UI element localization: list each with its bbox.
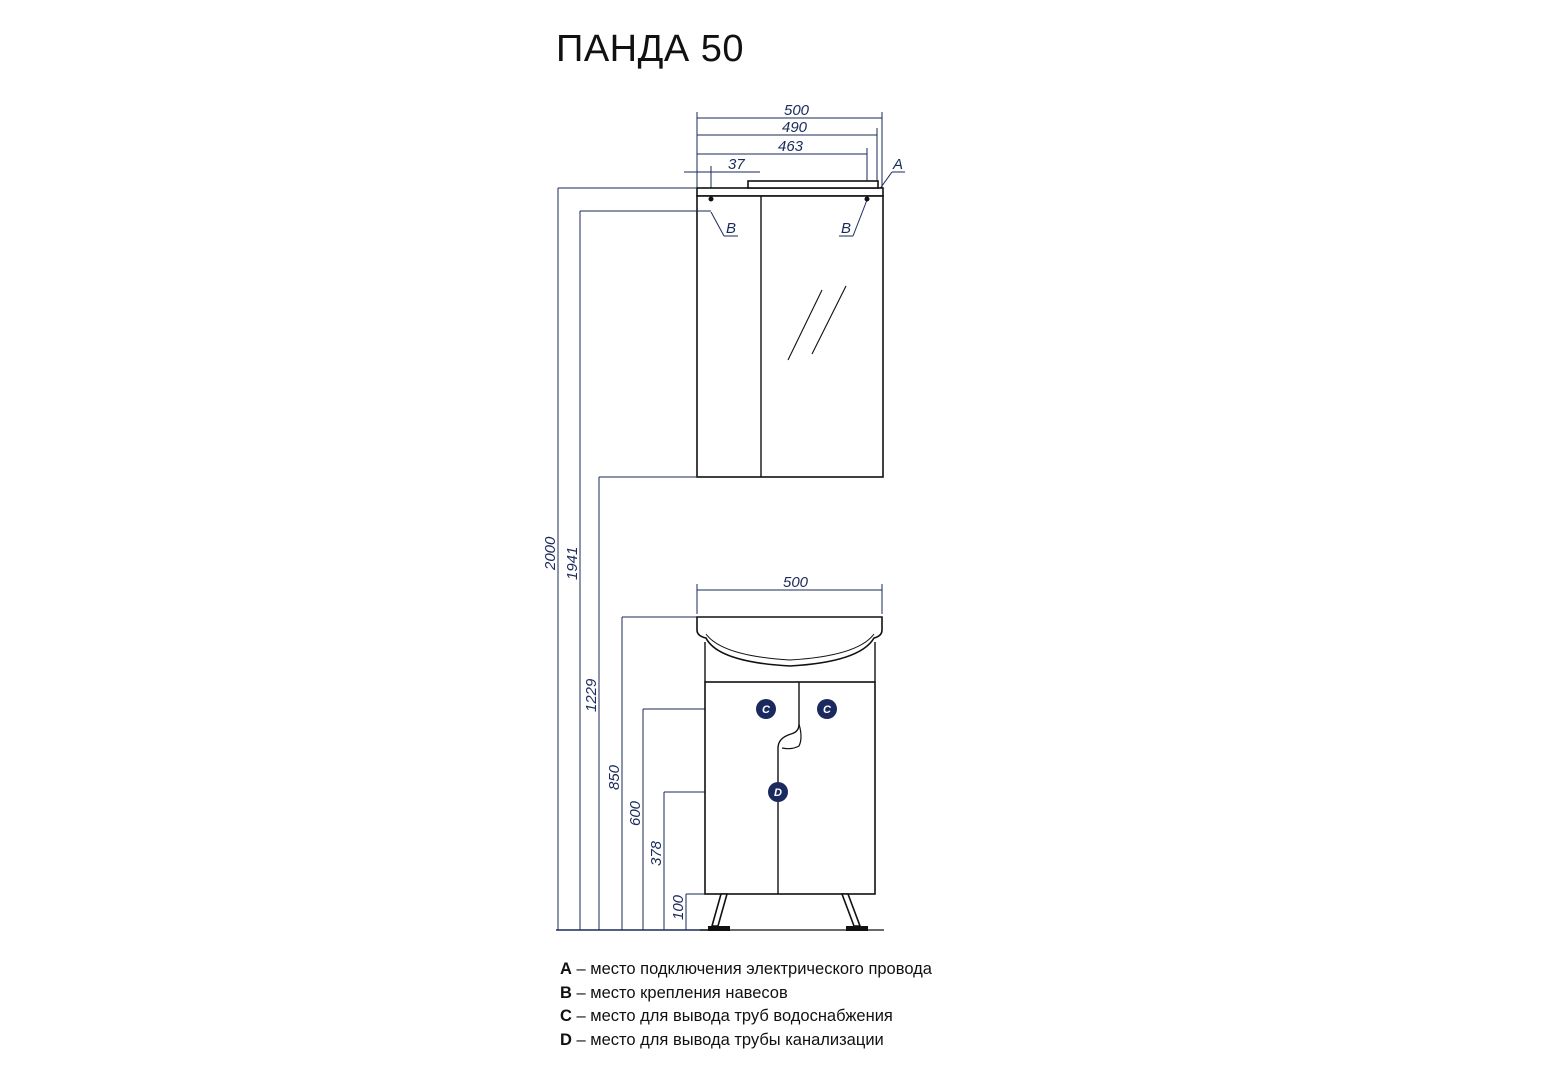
dim-h-600: 600 — [627, 800, 644, 826]
marker-b-right-label: B — [841, 220, 851, 237]
dim-h-1229: 1229 — [583, 678, 600, 712]
mirror-cabinet: B B — [696, 180, 884, 478]
dim-top-463: 463 — [778, 138, 804, 155]
legend-item-b: B – место крепления навесов — [560, 983, 788, 1002]
marker-c-left-label: C — [762, 704, 771, 716]
marker-b-left-label: B — [726, 220, 736, 237]
marker-c-right: C — [817, 699, 837, 719]
dim-top-500: 500 — [784, 102, 810, 119]
marker-c-left: C — [756, 699, 776, 719]
dim-h-1941: 1941 — [564, 547, 581, 580]
marker-d: D — [768, 782, 788, 802]
marker-a-label: A — [892, 156, 903, 173]
dim-h-100: 100 — [670, 894, 687, 920]
top-width-dimensions: 500 490 463 37 A — [684, 102, 905, 212]
dim-top-490: 490 — [782, 119, 808, 136]
legend-item-c: C – место для вывода труб водоснабжения — [560, 1007, 893, 1025]
legend: A – место подключения электрического про… — [560, 958, 932, 1052]
marker-d-label: D — [774, 787, 782, 799]
dim-bottom-500: 500 — [783, 574, 809, 591]
legend-item-d: D – место для вывода трубы канализации — [560, 1030, 884, 1049]
marker-c-right-label: C — [823, 704, 832, 716]
dim-h-378: 378 — [648, 840, 665, 866]
vanity-unit: 500 C C D — [696, 574, 883, 931]
legend-item-a: A – место подключения электрического про… — [560, 960, 932, 978]
dim-h-850: 850 — [606, 764, 623, 790]
dim-top-37: 37 — [728, 156, 745, 173]
dim-h-2000: 2000 — [542, 536, 559, 571]
page-title: ПАНДА 50 — [556, 28, 745, 70]
